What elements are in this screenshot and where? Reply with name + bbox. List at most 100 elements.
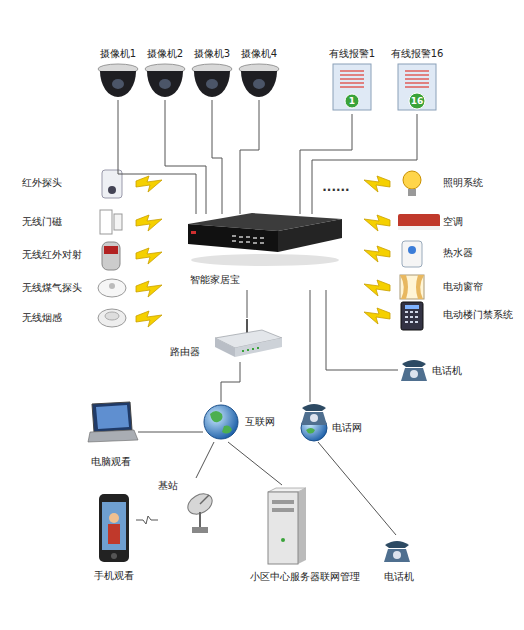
server-side [298, 488, 306, 564]
gas-sensor-vent [109, 283, 115, 289]
heater-icon [402, 241, 422, 267]
device-node: 智能家居宝 [185, 214, 343, 290]
alarm-body [398, 64, 436, 110]
keypad-screen [405, 305, 419, 309]
alarm-grille [340, 71, 364, 87]
device-label: 空调 [443, 216, 463, 228]
connector-line [136, 516, 158, 524]
device-node: 摄像机2 [141, 48, 189, 100]
connector-line [300, 114, 352, 214]
device-node: 照明系统 [395, 168, 517, 198]
device-node: 手机观看 [92, 490, 136, 586]
device-label: 无线门磁 [22, 216, 62, 228]
device-node: 无线煤气探头 [22, 273, 130, 303]
device-label: 摄像机1 [84, 48, 152, 60]
connector-line [221, 362, 240, 402]
device-node: 摄像机4 [235, 48, 283, 100]
smoke-sensor-center [105, 312, 119, 320]
device-label: 电动楼门禁系统 [443, 309, 513, 321]
server-icon [268, 492, 298, 564]
phone-dial [310, 414, 318, 422]
device-label: 无线煤气探头 [22, 282, 82, 294]
connector-line [326, 290, 398, 370]
wireless-bolt [364, 280, 390, 296]
globe-land [210, 411, 232, 434]
phone-handset [402, 360, 426, 367]
camera-icon [192, 64, 232, 97]
device-node: 小区中心服务器联网管理 [245, 485, 390, 585]
device-label: 摄像机2 [131, 48, 199, 60]
server-drive [272, 508, 294, 512]
phone-dial [410, 370, 418, 378]
dish-base [192, 527, 208, 533]
hub-buttons [232, 236, 264, 243]
camera-icon [98, 64, 138, 97]
device-label: 电话网 [332, 422, 362, 434]
dish-stand [199, 512, 201, 528]
wireless-bolts [136, 176, 390, 327]
laptop-base [88, 430, 138, 442]
device-node: 互联网 [203, 402, 275, 442]
wireless-bolt [136, 281, 162, 297]
device-label: 小区中心服务器联网管理 [250, 571, 360, 583]
connector-line [318, 442, 396, 535]
camera-dome [147, 71, 183, 97]
alarm-grille [405, 71, 429, 87]
device-node: 摄像机3 [188, 48, 236, 100]
connector-line [138, 432, 203, 433]
router-antenna [246, 319, 248, 334]
dish-feed [200, 495, 209, 504]
mobile-screen [102, 502, 126, 550]
device-node: 无线门磁 [22, 207, 130, 237]
hub-logo [191, 231, 196, 234]
heater-dial [408, 246, 416, 254]
device-node: 空调 [395, 207, 517, 237]
camera-icon [145, 64, 185, 97]
device-label: 电话机 [432, 365, 462, 377]
device-node: 基站 [158, 478, 220, 536]
server-led [281, 538, 285, 542]
mobile-button [111, 553, 117, 559]
mobile-icon [99, 494, 129, 562]
phone-dial [393, 551, 401, 559]
internet-globe [204, 405, 238, 439]
callout-number: 16 [405, 95, 429, 107]
globe-land [306, 428, 315, 434]
alarm-panel [333, 64, 371, 110]
router-side [235, 338, 282, 357]
wireless-bolt [364, 215, 390, 231]
device-label: 摄像机3 [178, 48, 246, 60]
device-label: 无线烟感 [22, 312, 62, 324]
camera-lens [253, 79, 265, 89]
phone-body [384, 549, 410, 562]
door-sensor-icon [100, 210, 112, 234]
pir-lens [108, 186, 116, 194]
device-label: 照明系统 [443, 177, 483, 189]
wireless-bolt [364, 246, 390, 262]
beam-sensor-icon [102, 242, 120, 270]
device-label: 红外探头 [22, 177, 62, 189]
device-label: 电脑观看 [73, 456, 148, 468]
device-label: 有线报警16 [379, 48, 455, 60]
laptop-screen [92, 402, 132, 432]
phone-body [301, 412, 327, 425]
device-label: 手机观看 [82, 570, 146, 582]
connector-line [196, 442, 214, 478]
device-node: 路由器 [165, 318, 283, 362]
connector-line [247, 290, 248, 318]
connector-line [240, 100, 259, 214]
callout-number: 1 [342, 95, 362, 107]
screen-figure-head [109, 513, 119, 523]
camera-dome [194, 71, 230, 97]
camera-icon [239, 64, 279, 97]
device-node: 摄像机1 [94, 48, 142, 100]
device-node: 电话网 [292, 402, 372, 442]
wireless-bolt [136, 215, 162, 231]
phone-body [401, 368, 427, 381]
server-drive [272, 500, 294, 504]
device-node: 电脑观看 [83, 400, 138, 472]
wireless-bolt [136, 248, 162, 264]
camera-dome [241, 71, 277, 97]
device-node: 电动楼门禁系统 [395, 300, 517, 330]
